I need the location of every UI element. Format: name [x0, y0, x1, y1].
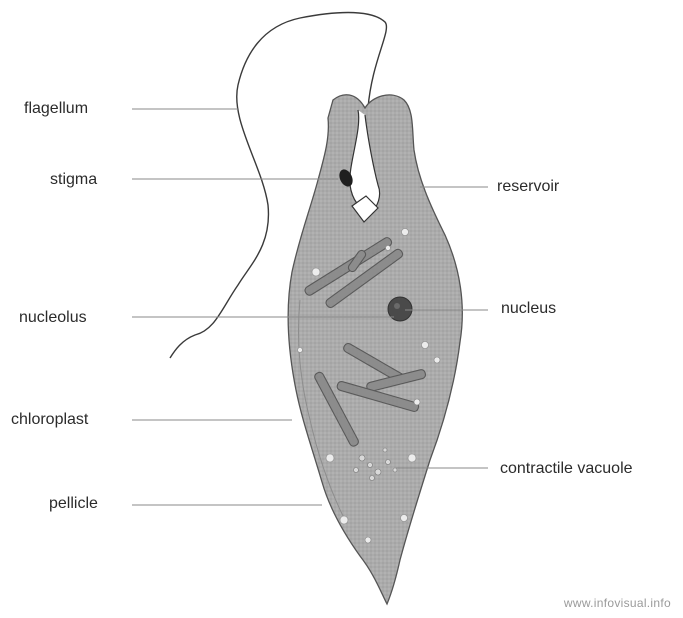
label-chloroplast: chloroplast: [11, 411, 88, 429]
label-contractile-vacuole: contractile vacuole: [500, 460, 633, 478]
label-nucleolus: nucleolus: [19, 309, 87, 327]
label-stigma: stigma: [50, 171, 97, 189]
cell-body: [288, 95, 462, 604]
label-reservoir: reservoir: [497, 178, 559, 196]
watermark-text: www.infovisual.info: [564, 596, 671, 610]
nucleolus-dot: [394, 303, 400, 309]
label-flagellum: flagellum: [24, 100, 88, 118]
label-pellicle: pellicle: [49, 495, 98, 513]
label-nucleus: nucleus: [501, 300, 556, 318]
